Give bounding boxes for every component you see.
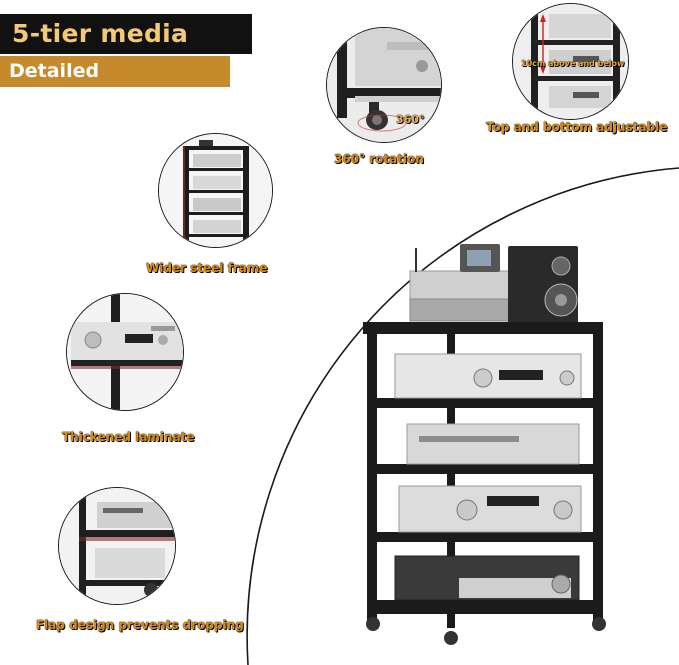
caption-laminate: Thickened laminate [62, 430, 195, 444]
caster-wheel-icon [327, 28, 441, 142]
caption-adjustable: Top and bottom adjustable [486, 120, 668, 134]
feature-flap-image [58, 487, 176, 605]
laminate-shelf-icon [67, 294, 183, 410]
adjustable-shelf-icon [513, 4, 628, 119]
steel-frame-icon [159, 134, 272, 247]
page-title: 5-tier media stand [0, 14, 252, 88]
feature-adjustable-image: 10cm above and below [512, 3, 629, 120]
rotation-callout: 360° [396, 113, 425, 126]
section-subtitle: Detailed information [0, 56, 230, 113]
caption-flap: Flap design prevents dropping [36, 618, 244, 632]
media-stand-product [363, 244, 606, 645]
adjustable-callout: 10cm above and below [521, 59, 625, 68]
caption-frame: Wider steel frame [146, 261, 268, 275]
feature-frame-image [158, 133, 273, 248]
flap-edge-icon [59, 488, 175, 604]
caption-rotation: 360° rotation [334, 152, 424, 166]
feature-laminate-image [66, 293, 184, 411]
feature-rotation-image: 360° [326, 27, 442, 143]
